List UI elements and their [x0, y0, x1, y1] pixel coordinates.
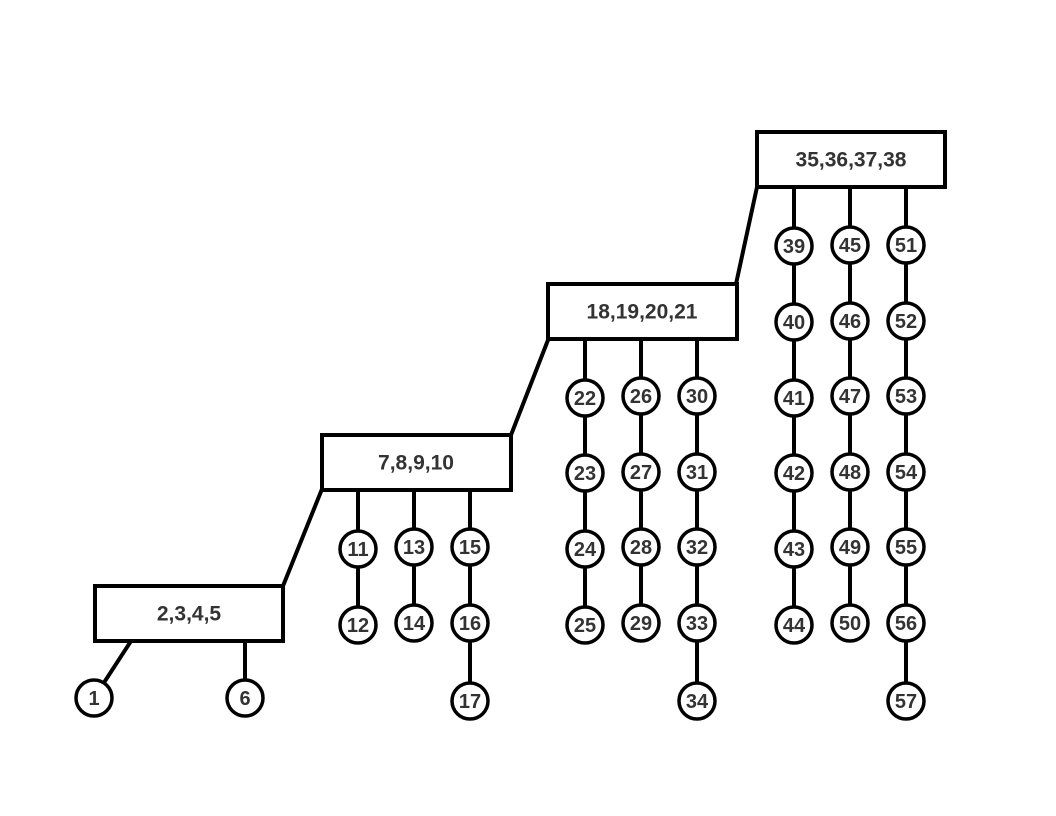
node-label: 46 — [839, 311, 861, 333]
node-32: 32 — [677, 527, 717, 567]
node-17: 17 — [450, 681, 490, 721]
node-24: 24 — [565, 529, 605, 569]
node-label: 14 — [403, 613, 426, 635]
box-label: 7,8,9,10 — [378, 452, 454, 475]
node-12: 12 — [338, 605, 378, 645]
box-label: 2,3,4,5 — [157, 603, 222, 626]
node-label: 43 — [783, 539, 805, 561]
node-22: 22 — [565, 378, 605, 418]
box-label: 35,36,37,38 — [796, 149, 907, 172]
node-label: 54 — [895, 462, 918, 484]
node-42: 42 — [774, 453, 814, 493]
node-label: 26 — [630, 386, 652, 408]
node-label: 53 — [895, 386, 917, 408]
node-label: 45 — [839, 235, 861, 257]
node-label: 30 — [686, 386, 708, 408]
node-label: 48 — [839, 462, 861, 484]
node-label: 31 — [686, 462, 708, 484]
node-label: 40 — [783, 312, 805, 334]
node-29: 29 — [621, 603, 661, 643]
node-57: 57 — [886, 681, 926, 721]
node-53: 53 — [886, 376, 926, 416]
node-39: 39 — [774, 226, 814, 266]
node-43: 43 — [774, 529, 814, 569]
node-49: 49 — [830, 527, 870, 567]
node-label: 56 — [895, 613, 917, 635]
node-33: 33 — [677, 603, 717, 643]
node-label: 47 — [839, 386, 861, 408]
box-35-36-37-38: 35,36,37,38 — [755, 130, 947, 189]
node-label: 12 — [347, 615, 369, 637]
node-label: 16 — [459, 613, 481, 635]
box-2-3-4-5: 2,3,4,5 — [93, 584, 285, 643]
box-7-8-9-10: 7,8,9,10 — [320, 433, 513, 492]
node-label: 42 — [783, 463, 805, 485]
node-27: 27 — [621, 452, 661, 492]
node-label: 34 — [686, 691, 709, 713]
node-55: 55 — [886, 527, 926, 567]
edge-box3-box4 — [734, 185, 759, 286]
node-label: 39 — [783, 236, 805, 258]
node-50: 50 — [830, 603, 870, 643]
node-13: 13 — [394, 527, 434, 567]
box-label: 18,19,20,21 — [587, 301, 698, 324]
node-51: 51 — [886, 225, 926, 265]
node-25: 25 — [565, 605, 605, 645]
node-label: 32 — [686, 537, 708, 559]
node-23: 23 — [565, 453, 605, 493]
node-6: 6 — [225, 678, 265, 718]
node-label: 25 — [574, 615, 596, 637]
node-label: 44 — [783, 615, 806, 637]
node-label: 50 — [839, 613, 861, 635]
node-label: 24 — [574, 539, 597, 561]
node-56: 56 — [886, 603, 926, 643]
node-label: 52 — [895, 311, 917, 333]
node-label: 51 — [895, 235, 917, 257]
node-45: 45 — [830, 225, 870, 265]
node-46: 46 — [830, 301, 870, 341]
node-34: 34 — [677, 681, 717, 721]
box-18-19-20-21: 18,19,20,21 — [546, 282, 739, 341]
node-label: 11 — [347, 539, 368, 561]
node-label: 15 — [459, 537, 481, 559]
node-label: 49 — [839, 537, 861, 559]
node-1: 1 — [74, 678, 114, 718]
node-label: 29 — [630, 613, 652, 635]
node-52: 52 — [886, 301, 926, 341]
node-label: 17 — [459, 691, 481, 713]
node-label: 33 — [686, 613, 708, 635]
edge-box1-box2 — [281, 487, 324, 588]
node-label: 1 — [88, 688, 99, 710]
node-14: 14 — [394, 603, 434, 643]
node-label: 28 — [630, 537, 652, 559]
node-11: 11 — [338, 529, 378, 569]
node-16: 16 — [450, 603, 490, 643]
node-label: 41 — [783, 388, 805, 410]
node-label: 13 — [403, 537, 425, 559]
node-54: 54 — [886, 452, 926, 492]
node-label: 27 — [630, 462, 652, 484]
node-26: 26 — [621, 376, 661, 416]
node-31: 31 — [677, 452, 717, 492]
node-28: 28 — [621, 527, 661, 567]
node-15: 15 — [450, 527, 490, 567]
node-44: 44 — [774, 605, 814, 645]
node-label: 57 — [895, 691, 917, 713]
node-41: 41 — [774, 378, 814, 418]
node-48: 48 — [830, 452, 870, 492]
node-47: 47 — [830, 376, 870, 416]
node-30: 30 — [677, 376, 717, 416]
node-40: 40 — [774, 302, 814, 342]
node-label: 22 — [574, 388, 596, 410]
node-label: 55 — [895, 537, 917, 559]
node-label: 6 — [239, 688, 250, 710]
edge-box2-box3 — [509, 338, 550, 437]
node-label: 23 — [574, 463, 596, 485]
